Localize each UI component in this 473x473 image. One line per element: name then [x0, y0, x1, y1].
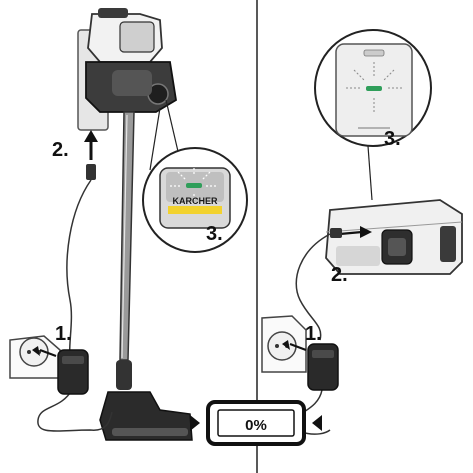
- step-label-right-connect: 2.: [331, 264, 348, 286]
- battery-pack-illustration: [325, 199, 463, 275]
- charging-plug-connector: [86, 164, 96, 180]
- stick-vacuum-illustration: [77, 8, 193, 441]
- right-wall-socket: [261, 315, 339, 391]
- connect-arrow: [339, 230, 363, 236]
- left-charging-cable: [37, 130, 113, 432]
- battery-left-arrow: [190, 415, 200, 431]
- plug-in-arrow: [39, 348, 57, 358]
- vacuum-handle-grip: [98, 8, 128, 18]
- left-indicator-callout: KARCHER: [142, 99, 248, 253]
- step-label-left-plug: 1.: [55, 323, 72, 345]
- battery-right-arrow: [312, 415, 322, 431]
- charging-indicator-light: [186, 183, 202, 188]
- step-label-left-connect: 2.: [52, 139, 69, 161]
- vacuum-battery-pack: [112, 70, 152, 96]
- battery-indicator-glow: [346, 62, 402, 112]
- battery-indicator-light: [366, 86, 382, 91]
- step-label-left-indicator: 3.: [206, 223, 223, 245]
- battery-percentage: 0%: [245, 417, 267, 434]
- step-label-right-indicator: 3.: [384, 128, 401, 150]
- step-label-right-plug: 1.: [305, 323, 322, 345]
- vacuum-dust-container: [119, 21, 155, 53]
- battery-level-indicator: 0%: [190, 400, 322, 446]
- indicator-glow: [170, 164, 218, 204]
- vacuum-joint: [116, 360, 132, 390]
- brand-logo: KARCHER: [173, 196, 219, 206]
- vacuum-tube: [119, 111, 135, 361]
- right-indicator-callout: [314, 29, 432, 201]
- socket-outlet-right: [267, 331, 297, 361]
- plug-in-arrow-right: [289, 342, 307, 352]
- brand-stripe: [168, 206, 222, 214]
- left-wall-socket: [9, 335, 89, 395]
